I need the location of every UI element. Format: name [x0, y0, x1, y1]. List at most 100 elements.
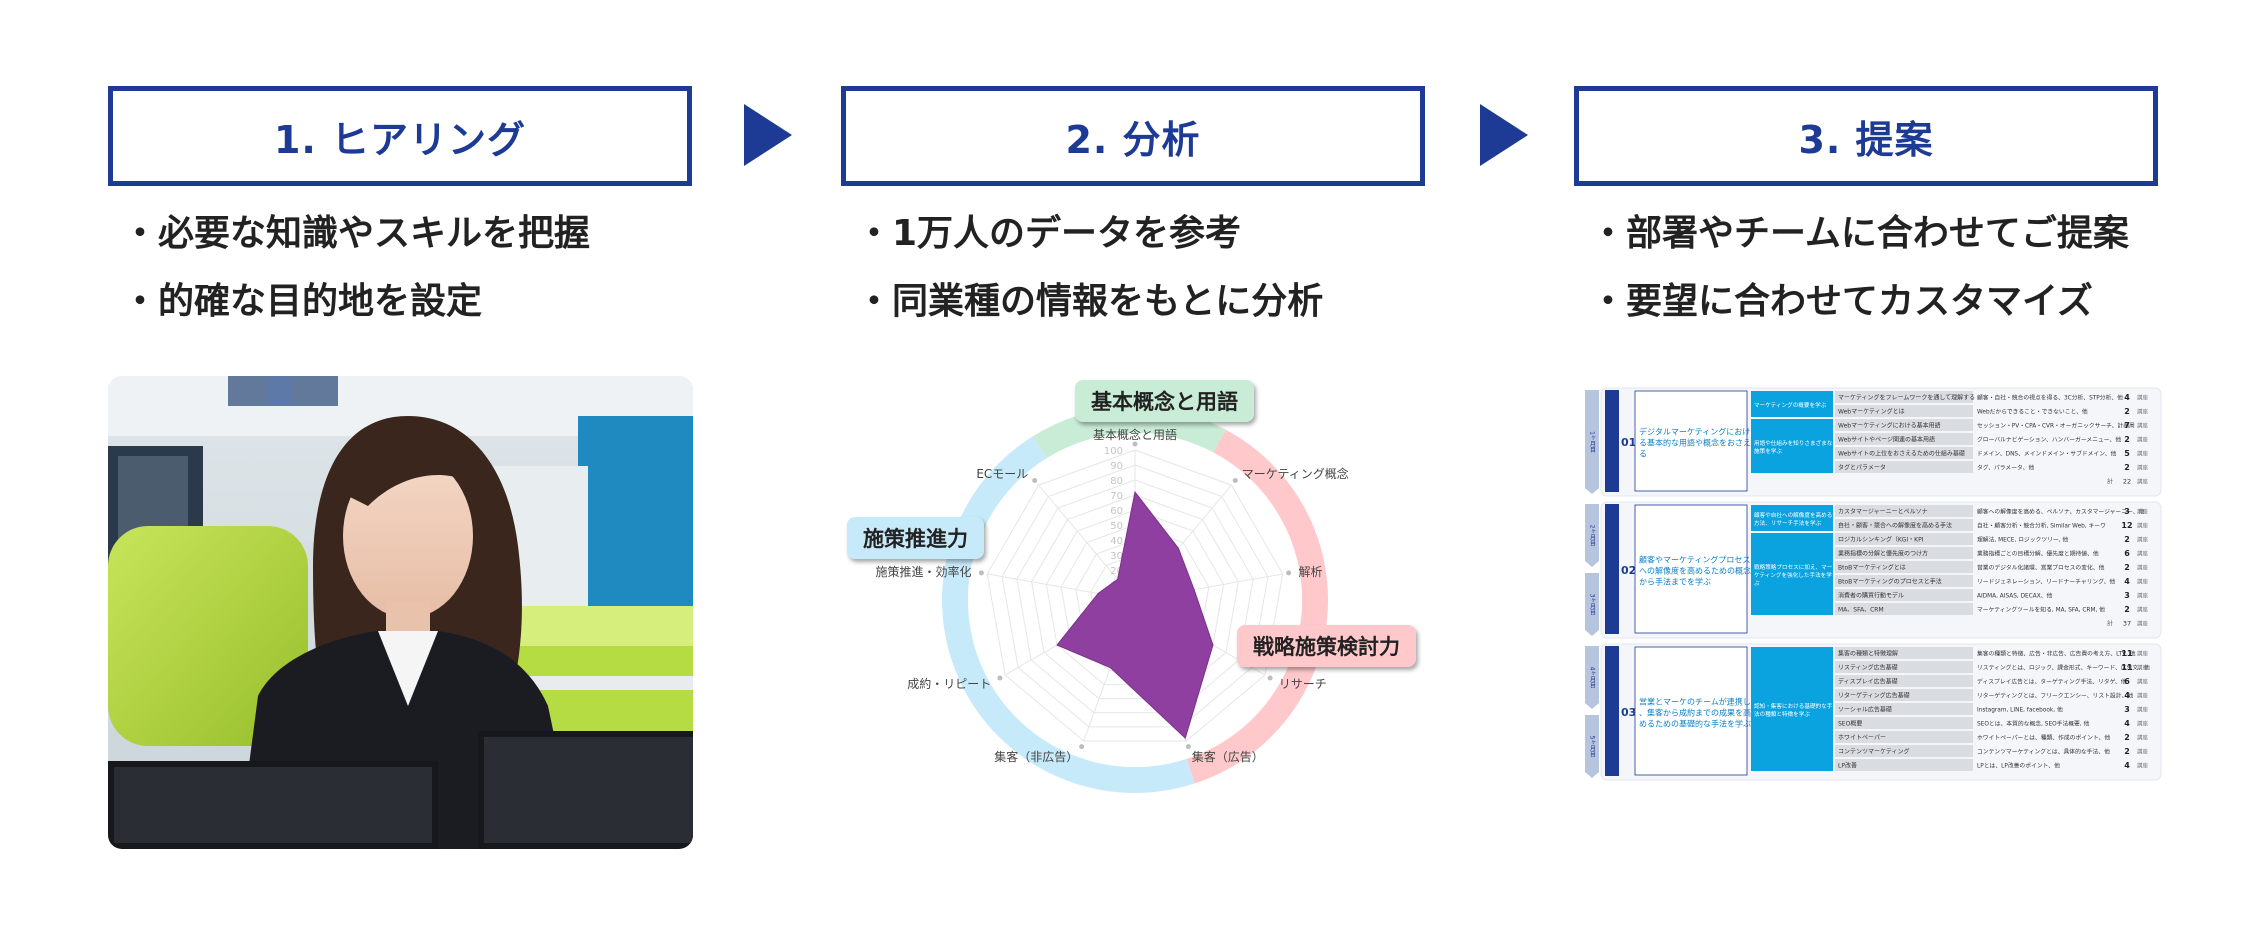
step-1-bullets: ・必要な知識やスキルを把握 ・的確な目的地を設定 [122, 200, 590, 336]
lesson-count: 2 [2124, 535, 2130, 544]
lesson-name: Webマーケティングにおける基本用語 [1838, 422, 1941, 430]
radar-axis-label: 集客（広告） [1192, 749, 1264, 764]
lesson-name: マーケティングをフレームワークを通して理解する [1838, 394, 1975, 402]
step-2-box: 2. 分析 [841, 86, 1425, 186]
month-chevron [1585, 390, 1599, 494]
lesson-name-cell [1835, 703, 1973, 715]
lesson-name-cell [1835, 647, 1973, 659]
radar-group-ring [942, 436, 1195, 793]
radar-grid-ring [986, 449, 1284, 742]
lesson-name-cell [1835, 675, 1973, 687]
curriculum-section: 2ヶ月目3ヶ月目02顧客やマーケティングプロセスへの解像度を高めるための概念から… [1585, 501, 2162, 639]
section-number: 01 [1621, 436, 1636, 449]
skill-radar-chart: 100908070605040302010 基本概念と用語マーケティング概念解析… [876, 407, 1349, 793]
lesson-count: 11 [2121, 663, 2133, 672]
lesson-name-cell [1835, 505, 1973, 517]
section-total-prefix: 計 [2107, 478, 2113, 486]
lesson-detail: 集客の種類と特徴、広告・非広告、広告費の考え方、LTV, 他 [1977, 650, 2136, 658]
section-title: から手法までを学ぶ [1639, 577, 1711, 587]
step-1-title: 1. ヒアリング [273, 117, 527, 162]
lesson-unit: 講座 [2137, 762, 2149, 770]
lesson-detail: リスティングとは、ロジック、課金形式、キーワード、広告文、他 [1977, 664, 2150, 672]
lesson-count: 3 [2124, 591, 2130, 600]
lesson-name: Webサイトの上位をおさえるための仕組み基礎 [1838, 450, 1965, 458]
sub-category-cell [1751, 647, 1833, 771]
radar-axis-dot [978, 570, 984, 576]
radar-axis-dot [1079, 744, 1085, 750]
lesson-count: 6 [2124, 549, 2130, 558]
radar-tick-label: 70 [1110, 491, 1123, 502]
lesson-count: 2 [2124, 407, 2130, 416]
lesson-detail: LPとは、LP改善のポイント、他 [1977, 762, 2060, 770]
bullet-item: ・同業種の情報をもとに分析 [856, 281, 1324, 322]
radar-axis-dot [1267, 675, 1273, 681]
lesson-detail: セッション・PV・CPA・CVR・オーガニックサーチ、計画周 [1977, 422, 2135, 430]
bullet-item: ・部署やチームに合わせてご提案 [1590, 213, 2129, 254]
lesson-name-cell [1835, 689, 1973, 701]
radar-axis-dot [997, 675, 1003, 681]
lesson-detail: 理解法, MECE, ロジックツリー, 他 [1977, 536, 2068, 544]
lesson-detail: タグ、パラメータ、他 [1977, 464, 2034, 472]
lesson-name-cell [1835, 433, 1973, 445]
bullet-item: ・1万人のデータを参考 [856, 213, 1242, 254]
lesson-count: 4 [2124, 719, 2130, 728]
lesson-unit: 講座 [2137, 522, 2149, 530]
sub-category-cell [1751, 533, 1833, 615]
lesson-name-cell [1835, 661, 1973, 673]
lesson-name: BtoBマーケティングのプロセスと手法 [1838, 578, 1942, 586]
lesson-name-cell [1835, 461, 1973, 473]
radar-grid-ring [1001, 464, 1269, 728]
radar-axis-label: 解析 [1298, 565, 1322, 579]
section-title: 顧客やマーケティングプロセス [1639, 555, 1750, 565]
sub-category-label: 法の種類と特徴を学ぶ [1754, 710, 1810, 718]
lesson-name: Webサイトやページ関連の基本用語 [1838, 436, 1935, 444]
step-2-bullets: ・1万人のデータを参考 ・同業種の情報をもとに分析 [856, 200, 1323, 336]
arrow-right-icon [744, 104, 792, 166]
lesson-detail: 業務指標ごとの目標分解、優先度と期待値、他 [1977, 550, 2099, 558]
section-title: への解像度を高めるための概念 [1639, 566, 1751, 576]
bullet-item: ・要望に合わせてカスタマイズ [1590, 281, 2093, 322]
lesson-unit: 講座 [2137, 650, 2149, 658]
month-label: 4ヶ月目 [1589, 667, 1596, 690]
lesson-name-cell [1835, 575, 1973, 587]
lesson-name-cell [1835, 391, 1973, 403]
lesson-name: SEO概要 [1838, 720, 1862, 728]
lesson-unit: 講座 [2137, 536, 2149, 544]
step-3-title: 3. 提案 [1798, 117, 1934, 162]
lesson-detail: 営業のデジタル化諸環、営業プロセスの変化、他 [1977, 564, 2105, 572]
step-3-box: 3. 提案 [1574, 86, 2158, 186]
group-tag-strategy: 戦略施策検討力 [1237, 625, 1416, 667]
lesson-name-cell [1835, 561, 1973, 573]
group-tag-execution: 施策推進力 [847, 517, 984, 559]
radar-axis-label: リサーチ [1279, 677, 1327, 691]
radar-axis-label: 基本概念と用語 [1093, 427, 1177, 442]
month-chevron [1585, 715, 1599, 778]
lesson-name: 消費者の購買行動モデル [1838, 592, 1904, 600]
month-label: 3ヶ月目 [1589, 594, 1596, 617]
lesson-unit: 講座 [2137, 578, 2149, 586]
lesson-detail: マーケティングツールを知る, MA, SFA, CRM, 他 [1977, 606, 2105, 614]
lesson-name: ロジカルシンキング（KGI・KPI [1838, 536, 1924, 544]
lesson-count: 7 [2124, 421, 2130, 430]
lesson-name: リターゲティング広告基礎 [1838, 692, 1910, 700]
lesson-count: 4 [2124, 761, 2130, 770]
sub-category-label: 戦略策略プロセスに加え、マー [1754, 563, 1833, 571]
section-number: 02 [1621, 564, 1636, 577]
lesson-unit: 講座 [2137, 664, 2149, 672]
radar-tick-label: 50 [1110, 521, 1123, 532]
radar-axis-dot [1286, 570, 1292, 576]
section-title: めるための基礎的な手法を学ぶ [1639, 719, 1751, 729]
lesson-name: ディスプレイ広告基礎 [1838, 678, 1898, 686]
lesson-detail: ディスプレイ広告とは、ターゲティング手法、リタゲ、他 [1977, 678, 2127, 686]
lesson-detail: 顧客・自社・競合の視点を得る、3C分析、STP分析、他 [1977, 394, 2123, 402]
group-tag-basic: 基本概念と用語 [1075, 380, 1254, 422]
radar-axis-label: 施策推進・効率化 [876, 564, 972, 579]
lesson-name: コンテンツマーケティング [1838, 748, 1910, 756]
section-title: る基本的な用語や概念をおさえ [1639, 438, 1751, 448]
lesson-unit: 講座 [2137, 422, 2149, 430]
lesson-name: LP改善 [1838, 762, 1857, 770]
lesson-unit: 講座 [2137, 720, 2149, 728]
lesson-detail: SEOとは、本質的な概念, SEO手法概要, 他 [1977, 720, 2090, 728]
lesson-name-cell [1835, 745, 1973, 757]
